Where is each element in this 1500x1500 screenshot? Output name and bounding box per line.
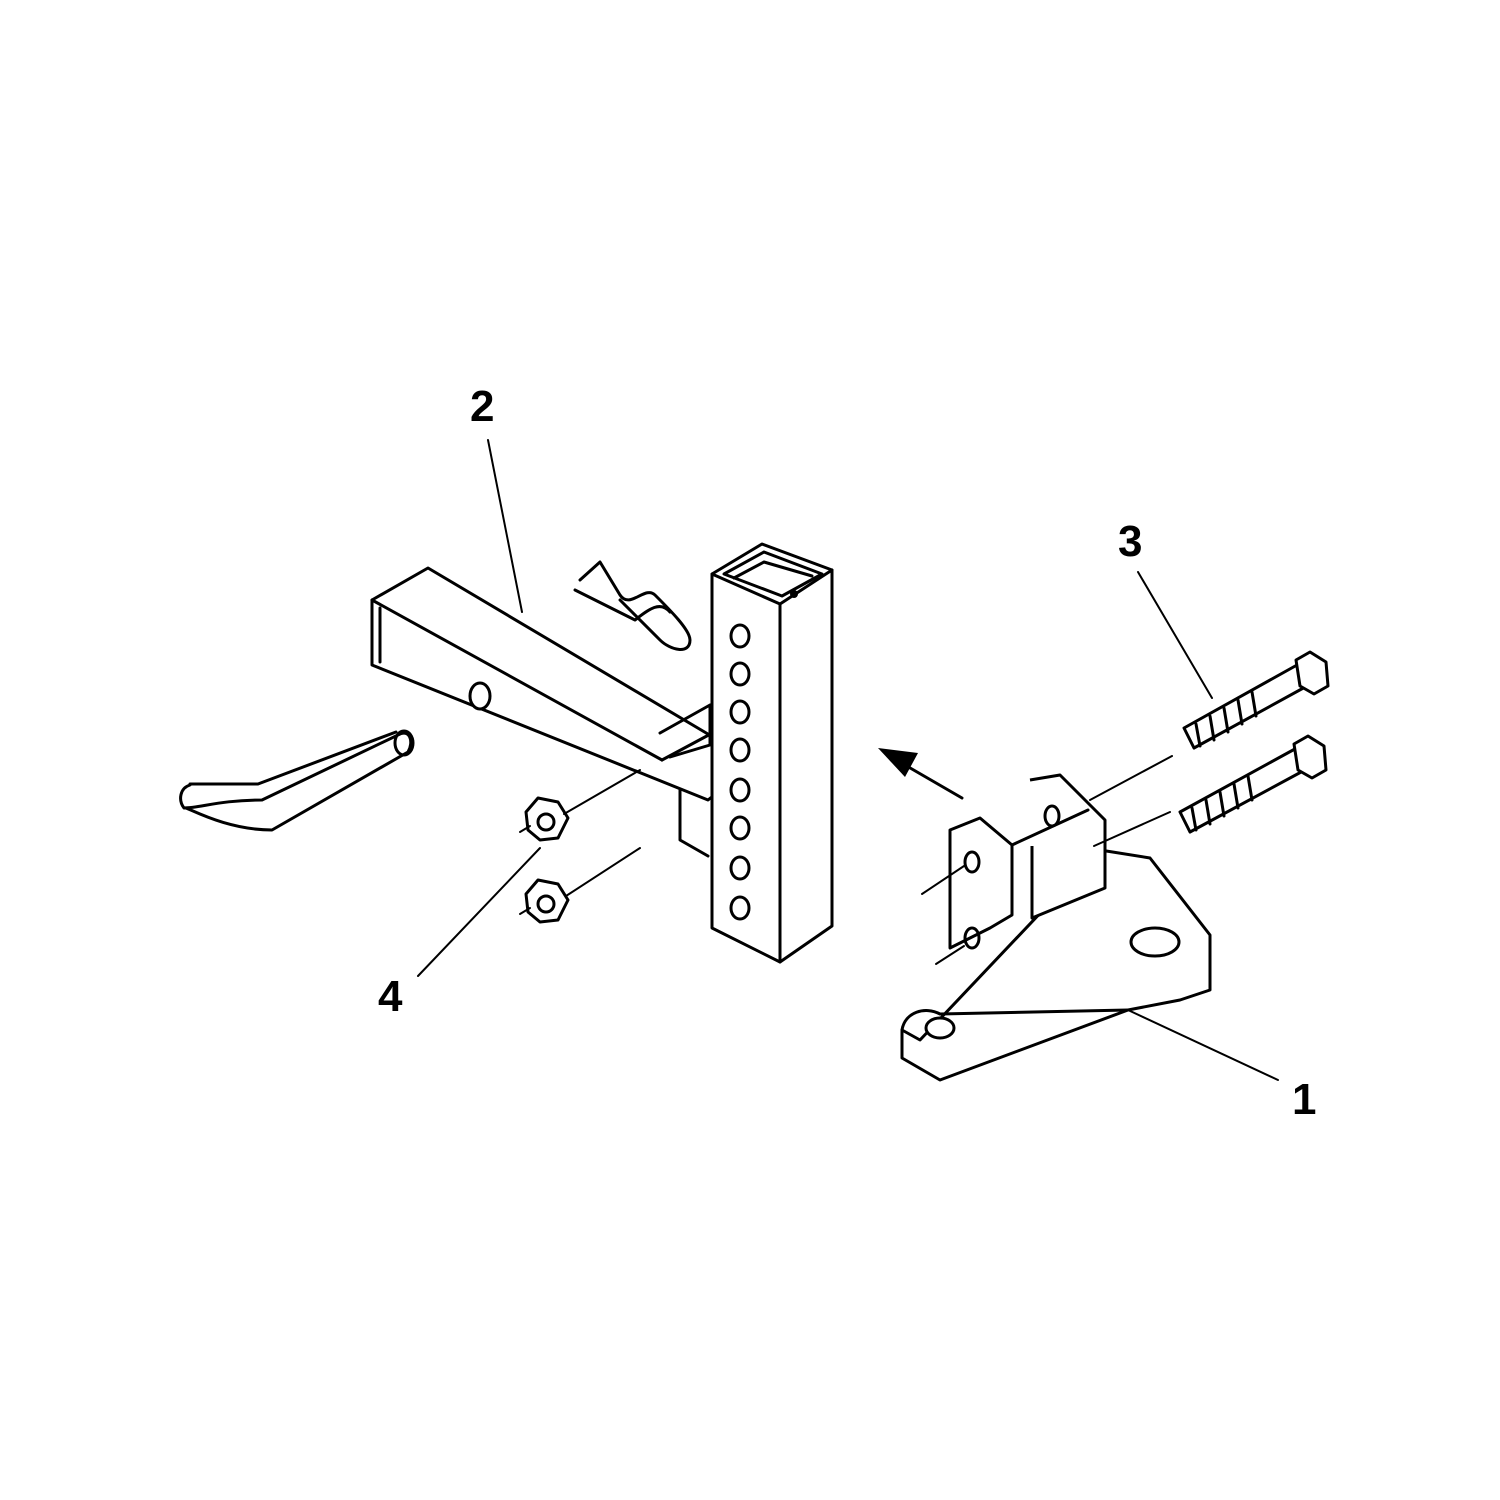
- callout-label-3: 3: [1118, 517, 1143, 566]
- callout-label-1: 1: [1292, 1075, 1317, 1124]
- leader-line-2: [487, 439, 523, 613]
- leader-line-3: [1137, 571, 1213, 699]
- callout-label-2: 2: [470, 382, 495, 431]
- drawbar-bracket: [900, 773, 1212, 1082]
- hitch-bar-assembly: [179, 542, 834, 964]
- hitch-pin: [179, 729, 415, 832]
- assembly-direction-arrow: [878, 748, 964, 800]
- vertical-receiver-tube: [710, 542, 834, 964]
- lock-nuts: [524, 796, 570, 924]
- receiver-inner-dot: [790, 590, 798, 598]
- lock-nut-upper: [524, 796, 570, 842]
- bracket-hitch-hole: [1129, 926, 1181, 958]
- bolts: [1178, 650, 1330, 834]
- assembly-guide-lines: [519, 755, 1173, 965]
- bracket-mount-hole: [924, 1016, 956, 1040]
- bolt-lower: [1178, 734, 1328, 834]
- shank-pin-hole: [468, 681, 492, 711]
- callout-label-4: 4: [378, 972, 403, 1021]
- leader-line-4: [417, 847, 541, 977]
- lock-nut-lower: [524, 878, 570, 924]
- leader-lines: [417, 439, 1279, 1081]
- horizontal-shank: [370, 566, 720, 858]
- bolt-upper: [1182, 650, 1330, 750]
- hair-pin-clip: [573, 560, 692, 651]
- leader-line-1: [1127, 1009, 1279, 1081]
- receiver-adjustment-holes: [729, 623, 751, 921]
